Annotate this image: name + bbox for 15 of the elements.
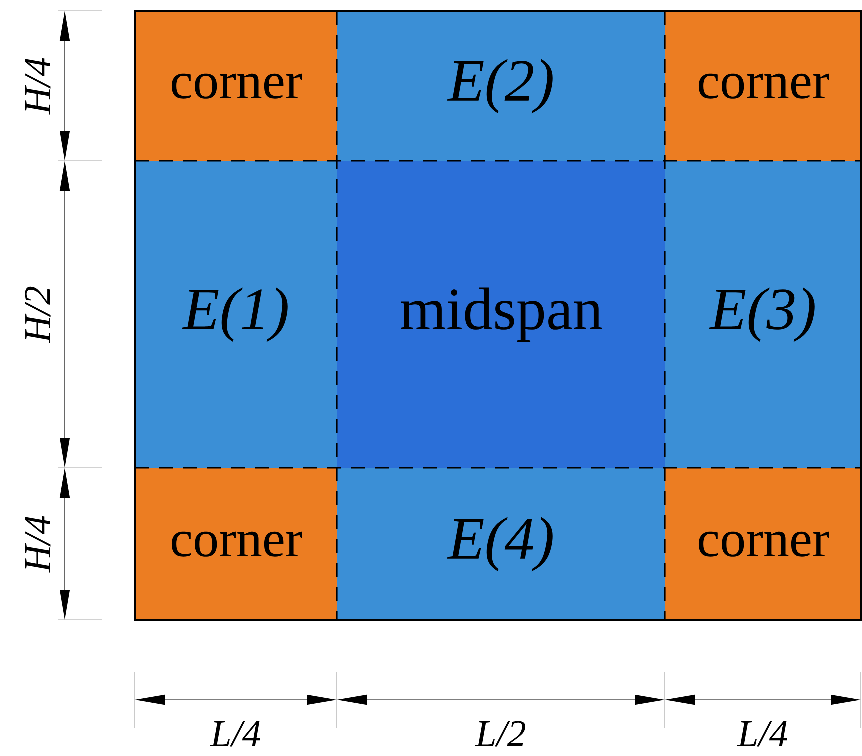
edge-cell: E(2)	[337, 11, 666, 162]
corner-cell: corner	[135, 468, 338, 620]
edge-cell: E(1)	[135, 161, 338, 468]
corner-cell: corner	[665, 11, 862, 162]
edge-cell: E(3)	[665, 161, 862, 468]
dimension-label: L/2	[475, 721, 526, 747]
dimension-label: H/4	[25, 58, 51, 115]
corner-cell: corner	[665, 468, 862, 620]
dimension-label: L/4	[737, 721, 788, 747]
dimension-label: H/2	[25, 286, 51, 344]
midspan-cell: midspan	[337, 161, 666, 468]
edge-cell: E(4)	[337, 468, 666, 620]
dimension-label: L/4	[210, 721, 260, 747]
corner-cell: corner	[135, 11, 338, 162]
dimension-label: H/4	[25, 516, 51, 573]
